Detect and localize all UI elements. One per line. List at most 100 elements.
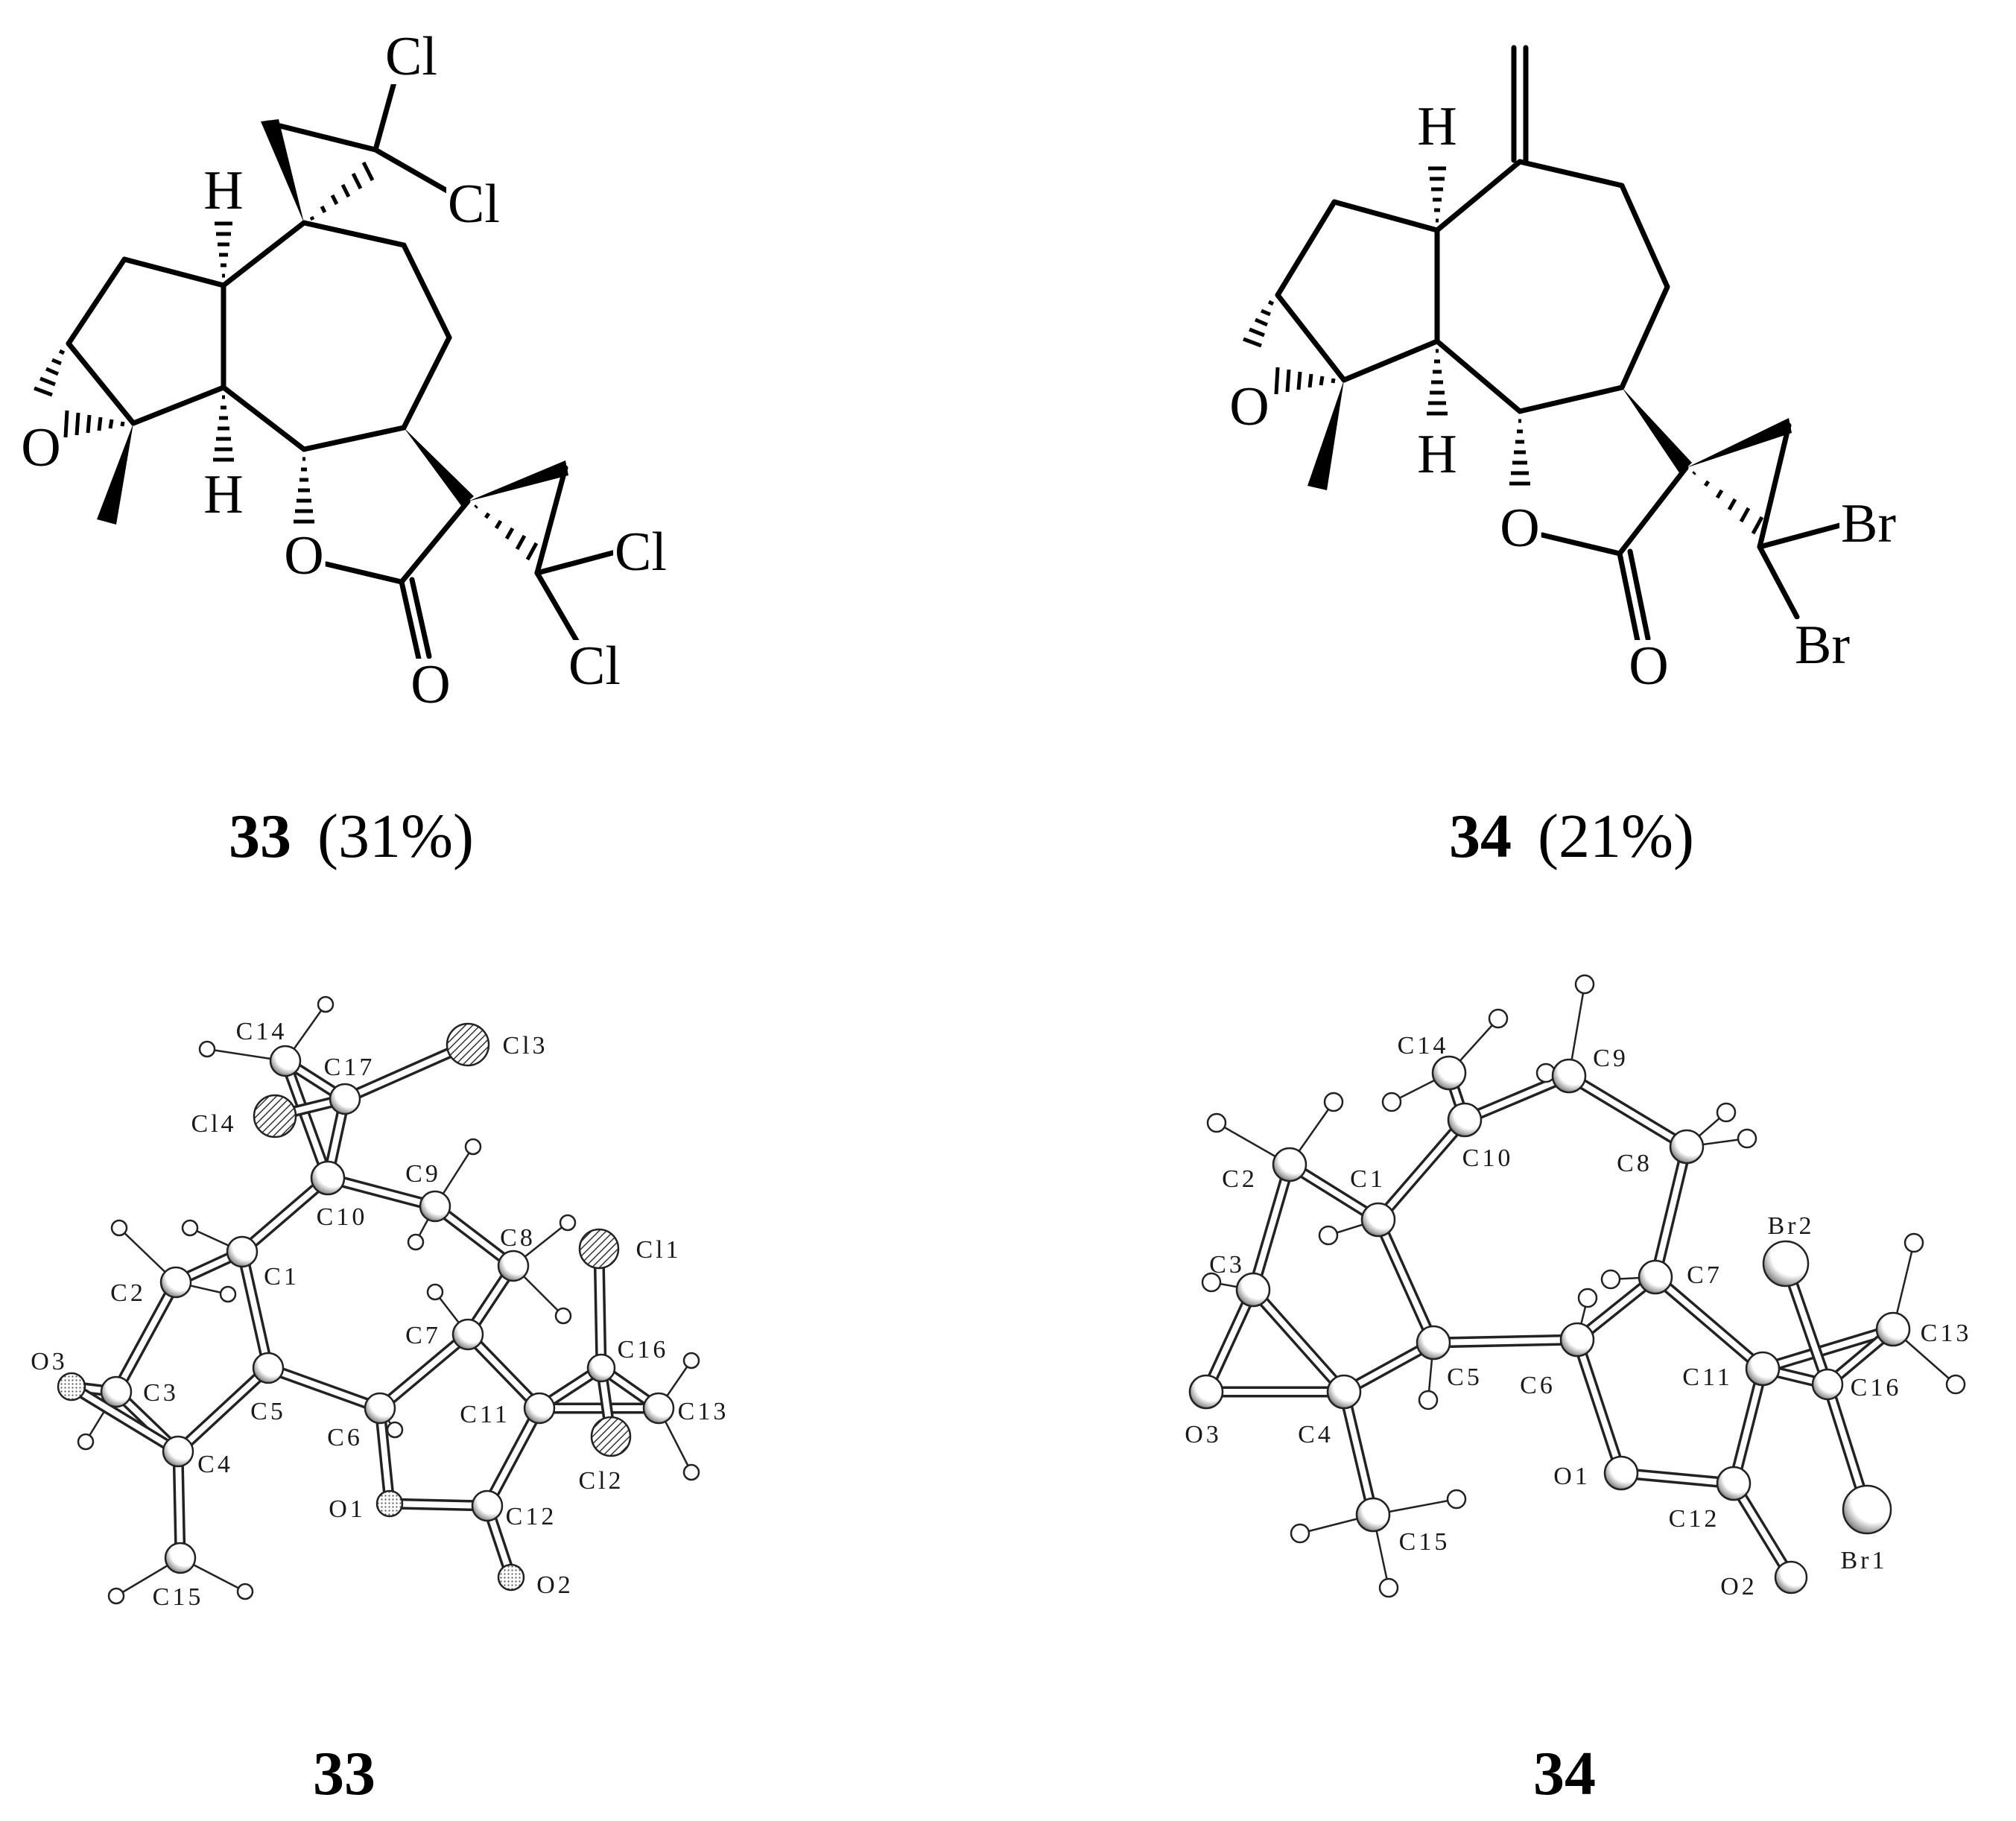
c-atom xyxy=(162,1435,194,1468)
atom-label: Cl xyxy=(568,636,621,697)
c-atom xyxy=(1551,1058,1587,1094)
c-atom xyxy=(269,1045,302,1077)
bond-rod-core xyxy=(1731,1480,1794,1580)
label-backing xyxy=(409,659,452,712)
atom-label: C13 xyxy=(678,1398,729,1425)
label-backing xyxy=(446,178,501,232)
hydrogen-atom xyxy=(317,995,335,1013)
hydrogen-atom xyxy=(426,1283,444,1301)
atom-label: O xyxy=(21,417,60,478)
hashed-bond xyxy=(1692,471,1764,535)
hydrogen-atom xyxy=(1323,1092,1344,1112)
c-atom xyxy=(310,1160,346,1196)
atom-label: H xyxy=(203,160,243,221)
c-atom xyxy=(1638,1259,1673,1295)
wedge-bond xyxy=(1622,387,1692,474)
atom-label: H xyxy=(1417,424,1456,485)
bond-rod-core xyxy=(1250,1162,1293,1293)
bond-rod-core xyxy=(113,1279,179,1395)
ortep-34-atoms xyxy=(1188,974,1966,1598)
hydrogen-atom xyxy=(1206,1112,1227,1133)
ortep-33-caption: 33 xyxy=(313,1739,375,1808)
atom-label: Cl2 xyxy=(578,1467,624,1495)
bond-rod-core xyxy=(1652,1144,1690,1280)
c-atom xyxy=(1669,1129,1705,1165)
atom-label: C7 xyxy=(405,1322,441,1349)
c-atom xyxy=(523,1392,556,1425)
atom-label: C9 xyxy=(405,1160,441,1188)
c-atom xyxy=(497,1250,530,1282)
atom-label: C13 xyxy=(1921,1320,1972,1347)
atom-label: C2 xyxy=(110,1279,146,1307)
hydrogen-atom xyxy=(1290,1523,1310,1544)
hydrogen-atom xyxy=(1737,1128,1757,1149)
atom-label: O2 xyxy=(536,1571,574,1599)
hydrogen-atom xyxy=(198,1040,216,1058)
c-atom xyxy=(226,1235,259,1268)
atom-label: Cl1 xyxy=(635,1236,681,1264)
o-atom xyxy=(1603,1455,1639,1491)
bond-rod-core xyxy=(1375,1117,1468,1223)
compound-yield: (31%) xyxy=(317,802,474,871)
hydrogen-atom xyxy=(1577,1288,1598,1308)
atom-label: O1 xyxy=(329,1495,366,1523)
atom-label: H xyxy=(1417,96,1456,157)
c-atom xyxy=(419,1190,451,1223)
label-backing xyxy=(613,526,668,580)
cl-atom xyxy=(253,1094,297,1138)
c-atom xyxy=(586,1353,616,1383)
atom-label: C1 xyxy=(264,1263,299,1290)
label-backing xyxy=(1498,502,1541,556)
br-atom xyxy=(1842,1484,1892,1535)
hydrogen-atom xyxy=(219,1285,237,1303)
c-atom xyxy=(1416,1325,1451,1361)
atom-label: O xyxy=(284,525,323,586)
c-atom xyxy=(1272,1147,1307,1182)
atom-label: C8 xyxy=(1617,1150,1652,1177)
hydrogen-atom xyxy=(682,1463,700,1481)
bond-rod-core xyxy=(1462,1073,1572,1123)
atom-label: Br1 xyxy=(1841,1547,1888,1574)
hydrogen-atom xyxy=(1318,1225,1339,1246)
compound-yield: (21%) xyxy=(1538,802,1694,871)
c-atom xyxy=(1235,1272,1271,1308)
cl-atom xyxy=(578,1228,620,1270)
atom-label: C11 xyxy=(460,1401,510,1428)
bond-rod-core xyxy=(1731,1366,1766,1486)
bond-rod-core xyxy=(1375,1217,1436,1346)
atom-label: C16 xyxy=(1851,1374,1902,1402)
label-backing xyxy=(202,469,245,522)
atom-label: C5 xyxy=(250,1398,286,1425)
atom-label: C3 xyxy=(1209,1251,1245,1279)
atom-label: O xyxy=(1629,636,1668,697)
bond-rod-core xyxy=(387,1501,490,1509)
c-atom xyxy=(364,1392,396,1425)
hydrogen-atom xyxy=(1418,1390,1439,1410)
bond-rod-core xyxy=(1341,1389,1376,1518)
bond-rod-core xyxy=(265,1365,383,1411)
atom-label: C12 xyxy=(1669,1505,1720,1533)
o-atom xyxy=(1188,1374,1224,1410)
c-atom xyxy=(159,1266,192,1299)
epoxide-hashed-bonds xyxy=(1243,300,1336,395)
h-hashed-bonds xyxy=(1427,166,1530,486)
c-atom xyxy=(642,1392,675,1425)
atom-label: C8 xyxy=(500,1224,536,1252)
bond-rod-core xyxy=(1430,1337,1580,1346)
ortep-34-caption: 34 xyxy=(1533,1739,1596,1808)
atom-label: O xyxy=(1229,376,1269,437)
c-atom xyxy=(1431,1055,1467,1091)
label-backing xyxy=(1793,619,1851,673)
atom-label: O xyxy=(1500,498,1539,559)
atom-label: O3 xyxy=(1185,1421,1222,1448)
atom-label: H xyxy=(203,464,243,525)
methyl-wedge xyxy=(97,423,133,525)
hydrogen-atom xyxy=(1716,1102,1737,1123)
bond-rod-core xyxy=(484,1405,542,1509)
atom-label: C10 xyxy=(317,1203,368,1231)
c-atom xyxy=(1875,1311,1911,1347)
bond-rod-core xyxy=(282,1058,331,1181)
br-atom xyxy=(1762,1240,1810,1288)
